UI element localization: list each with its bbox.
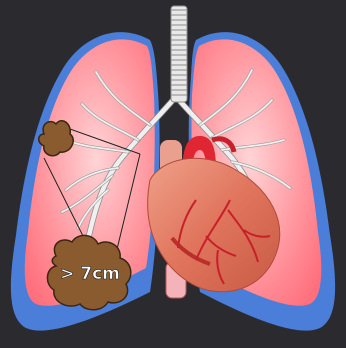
tumor-size-label: > 7cm [60, 264, 120, 284]
trachea-icon [171, 6, 187, 102]
tumor-small-icon [39, 121, 74, 156]
